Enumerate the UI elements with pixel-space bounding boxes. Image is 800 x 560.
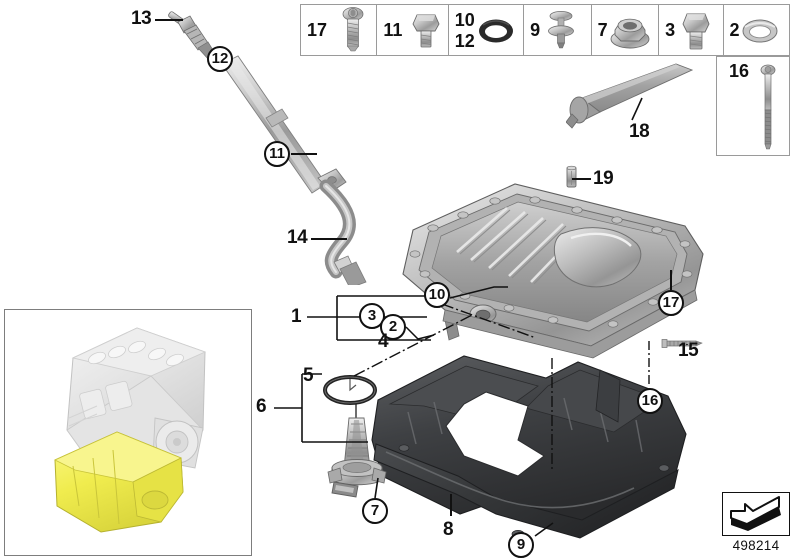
callout-17: 17: [658, 290, 684, 316]
callout-9: 9: [508, 532, 534, 558]
callout-8: 8: [443, 519, 454, 540]
callout-11: 11: [264, 141, 290, 167]
legend-number-7: 7: [597, 20, 608, 40]
legend-cell-10-12[interactable]: 10 12: [449, 5, 525, 55]
legend-number-16: 16: [729, 61, 750, 81]
oil-pan-highlight-yellow: [54, 431, 184, 533]
leader-2: [405, 326, 435, 340]
dipstick-tube-lower: [319, 179, 367, 285]
torx-flange-screw-icon: [327, 5, 376, 55]
leader-18: [631, 97, 643, 121]
callout-10: 10: [424, 282, 450, 308]
hex-head-bolt-icon: [402, 5, 447, 55]
legend-number-group-10-12: 10 12: [455, 11, 475, 50]
expanding-rivet-icon: [540, 5, 590, 55]
legend-number-10: 10: [454, 9, 475, 30]
legend-cell-16[interactable]: 16: [716, 56, 790, 156]
leader-17: [670, 270, 672, 290]
sealant-tube: [566, 63, 694, 129]
leader-11: [291, 153, 317, 155]
long-stretch-bolt-icon: [755, 63, 781, 153]
leader-19: [572, 178, 591, 180]
legend-cell-9[interactable]: 9: [524, 5, 592, 55]
callout-19: 19: [593, 168, 614, 189]
oil-sump-lower-baffle: [371, 355, 687, 539]
legend-cell-2[interactable]: 2: [724, 5, 789, 55]
bracket-6-5: [274, 373, 368, 443]
stretch-bolt-15: [661, 339, 703, 348]
dipstick-tube-upper: [221, 55, 327, 194]
legend-number-11: 11: [383, 20, 403, 40]
callout-6: 6: [256, 396, 267, 417]
axis-line-10: [441, 303, 537, 339]
dipstick-guide-tube-assembly: [168, 11, 367, 285]
axis-line-5: [353, 313, 475, 377]
sealing-ring-icon: [740, 5, 789, 55]
dowel-pin-icon: [566, 165, 577, 188]
leader-13: [155, 19, 183, 21]
legend-number-12: 12: [454, 30, 475, 51]
flange-nut-icon: [608, 5, 658, 55]
legend-number-3: 3: [665, 20, 676, 40]
o-ring-icon: [475, 5, 523, 55]
callout-4: 4: [378, 331, 389, 352]
legend-strip: 17: [300, 4, 790, 56]
callout-15: 15: [678, 340, 699, 361]
callout-18: 18: [629, 121, 650, 142]
oil-pan-upper: [402, 183, 704, 359]
part-number-label: 498214: [732, 538, 780, 553]
axis-line-16: [648, 341, 650, 386]
legend-cell-7[interactable]: 7: [592, 5, 660, 55]
leader-10: [449, 286, 508, 299]
callout-13: 13: [131, 8, 152, 29]
legend-cell-17[interactable]: 17: [301, 5, 378, 55]
legend-number-2: 2: [729, 20, 740, 40]
callout-5: 5: [303, 365, 314, 386]
callout-1: 1: [291, 306, 302, 327]
callout-16: 16: [637, 388, 663, 414]
leader-9: [534, 522, 554, 537]
leader-15: [686, 344, 688, 345]
oil-level-sensor: [327, 402, 387, 498]
callout-7: 7: [362, 498, 388, 524]
oil-level-sensor-o-ring: [323, 375, 377, 405]
legend-number-17: 17: [307, 20, 328, 40]
callout-2: 2: [380, 314, 406, 340]
bracket-1-3-2-4: [307, 295, 433, 341]
axis-line-16-lower: [551, 358, 553, 470]
leader-7: [374, 477, 379, 499]
engine-assembly-highlight: [4, 309, 252, 556]
callout-14: 14: [287, 227, 308, 248]
legend-cell-3[interactable]: 3: [659, 5, 724, 55]
leader-8: [450, 494, 452, 516]
legend-cell-11[interactable]: 11: [377, 5, 449, 55]
drain-plug-bolt-icon: [675, 5, 722, 55]
legend-number-9: 9: [530, 20, 541, 40]
callout-12: 12: [207, 46, 233, 72]
leader-14: [311, 238, 347, 240]
viewing-direction-arrow: [722, 492, 790, 536]
